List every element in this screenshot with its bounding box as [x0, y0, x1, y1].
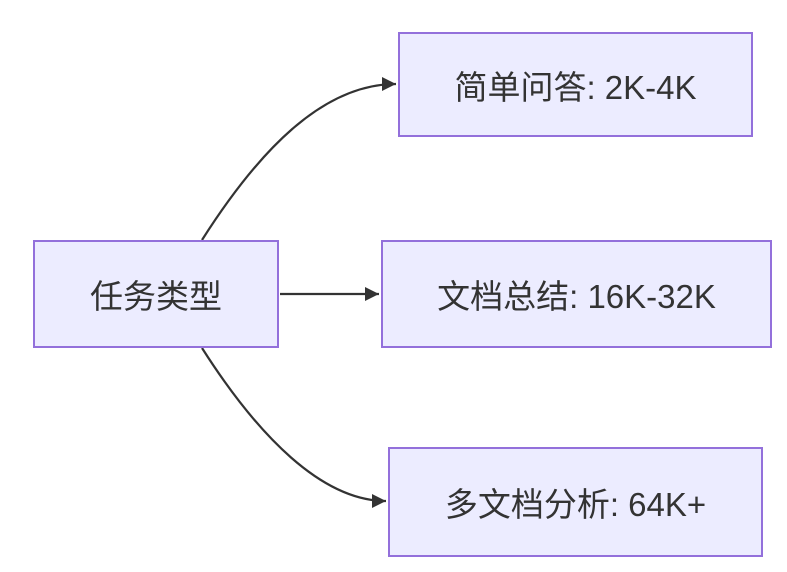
node-simple-qa: 简单问答: 2K-4K	[398, 32, 753, 137]
edge-root-to-multi-doc	[201, 347, 387, 508]
edge-root-to-simple-qa	[201, 77, 397, 241]
node-multi-doc-analysis: 多文档分析: 64K+	[388, 447, 763, 557]
node-doc-summary: 文档总结: 16K-32K	[381, 240, 772, 348]
node-task-type: 任务类型	[33, 240, 279, 348]
